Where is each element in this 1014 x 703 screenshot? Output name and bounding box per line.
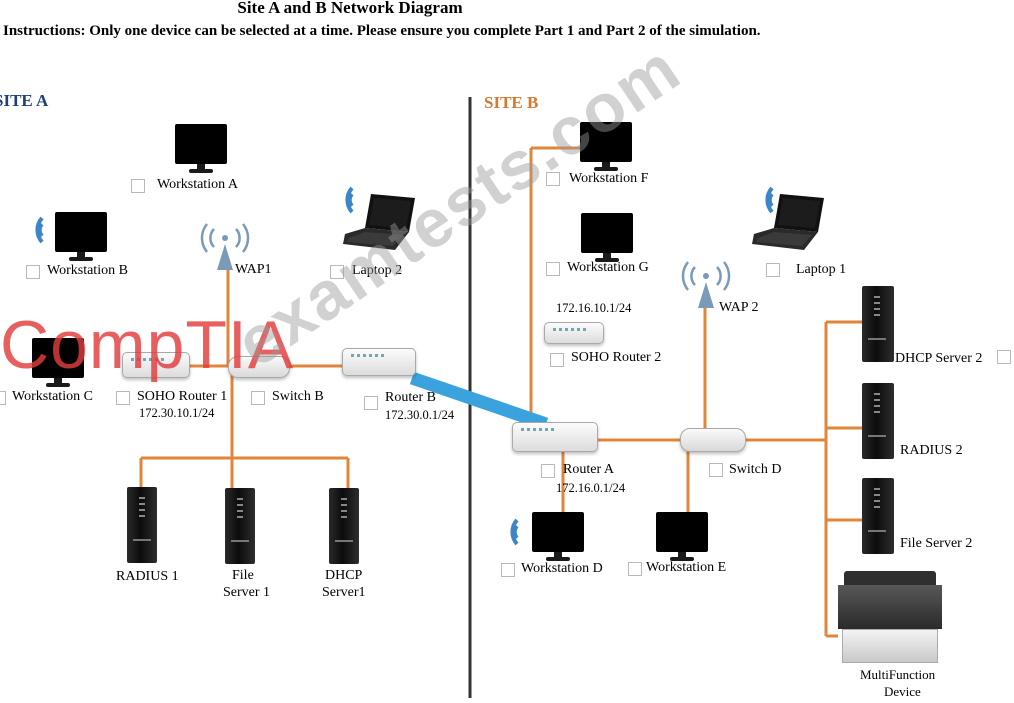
file-server-2-server-icon <box>862 478 894 554</box>
workstation-b-wifi-signal-icon <box>35 216 44 244</box>
workstation-d-wifi-signal-icon <box>510 518 519 546</box>
workstation-f-checkbox[interactable] <box>546 172 560 186</box>
dhcp-server-1-label-line2: Server1 <box>322 585 366 600</box>
soho-router-2-checkbox[interactable] <box>550 353 564 367</box>
laptop-2-icon <box>343 194 415 250</box>
workstation-f-monitor-icon <box>580 122 632 172</box>
laptop-1-icon <box>752 194 824 250</box>
wap1-label: WAP1 <box>235 262 272 277</box>
file-server-2-label: File Server 2 <box>900 536 973 551</box>
multifunction-device-label-line2: Device <box>884 684 921 699</box>
file-server-1-server-icon <box>225 488 255 564</box>
workstation-f-label: Workstation F <box>569 171 649 186</box>
wan-link <box>409 371 549 431</box>
switch-d-label: Switch D <box>729 462 782 477</box>
radius-1-label: RADIUS 1 <box>116 569 179 584</box>
soho-router-1-ip: 172.30.10.1/24 <box>139 406 215 420</box>
radius-1-server-icon <box>127 487 157 563</box>
switch-b-label: Switch B <box>272 389 324 404</box>
switch-b-checkbox[interactable] <box>251 391 265 405</box>
laptop-1-label: Laptop 1 <box>796 262 847 277</box>
router-a-ip: 172.16.0.1/24 <box>556 481 626 495</box>
dhcp-server-1-server-icon <box>329 488 359 564</box>
dhcp-server-2-server-icon <box>862 286 894 362</box>
radius-2-server-icon <box>862 383 894 459</box>
dhcp-server-2-label: DHCP Server 2 <box>895 351 983 366</box>
soho-router-2-label: SOHO Router 2 <box>571 350 662 365</box>
workstation-a-monitor-icon <box>175 124 227 174</box>
workstation-d-label: Workstation D <box>521 561 603 576</box>
laptop-1-checkbox[interactable] <box>766 263 780 277</box>
file-server-1-label-line1: File <box>232 568 254 583</box>
page-title: Site A and B Network Diagram <box>237 0 463 17</box>
laptop-2-wifi-signal-icon <box>345 186 354 214</box>
switch-d-checkbox[interactable] <box>709 463 723 477</box>
soho-router-1-router-icon <box>122 352 190 378</box>
workstation-c-monitor-icon <box>32 338 84 388</box>
soho-router-1-checkbox[interactable] <box>116 391 130 405</box>
site-a-heading: SITE A <box>0 91 49 110</box>
multifunction-device-printer-icon <box>838 571 942 663</box>
workstation-d-checkbox[interactable] <box>501 563 515 577</box>
workstation-c-checkbox[interactable] <box>0 391 6 405</box>
workstation-c-label: Workstation C <box>12 389 93 404</box>
radius-2-label: RADIUS 2 <box>900 443 963 458</box>
workstation-d-monitor-icon <box>532 512 584 562</box>
wap2-wireless-antenna-icon <box>681 261 731 308</box>
workstation-e-monitor-icon <box>656 512 708 562</box>
switch-d-switch-icon <box>680 428 746 452</box>
router-b-router-icon <box>342 348 416 376</box>
workstation-g-checkbox[interactable] <box>546 262 560 276</box>
instructions: Instructions: Only one device can be sel… <box>3 23 761 39</box>
laptop-1-wifi-signal-icon <box>765 186 774 214</box>
router-a-label: Router A <box>563 462 614 477</box>
router-b-checkbox[interactable] <box>364 396 378 410</box>
workstation-g-label: Workstation G <box>567 260 649 275</box>
router-b-ip: 172.30.0.1/24 <box>385 408 455 422</box>
workstation-a-label: Workstation A <box>157 177 238 192</box>
workstation-b-monitor-icon <box>55 212 107 262</box>
site-b-heading: SITE B <box>484 93 539 112</box>
workstation-a-checkbox[interactable] <box>131 179 145 193</box>
switch-b-switch-icon <box>228 356 290 378</box>
workstation-e-label: Workstation E <box>646 560 727 575</box>
file-server-1-label-line2: Server 1 <box>223 585 271 600</box>
soho-router-2-ip: 172.16.10.1/24 <box>556 301 632 315</box>
workstation-b-checkbox[interactable] <box>26 265 40 279</box>
router-a-router-icon <box>512 422 598 452</box>
wap2-label: WAP 2 <box>719 300 759 315</box>
router-a-checkbox[interactable] <box>541 464 555 478</box>
workstation-b-label: Workstation B <box>47 263 128 278</box>
laptop-2-checkbox[interactable] <box>330 265 344 279</box>
workstation-e-checkbox[interactable] <box>628 562 642 576</box>
multifunction-device-label-line1: MultiFunction <box>860 667 936 682</box>
workstation-g-monitor-icon <box>581 213 633 263</box>
dhcp-server-1-label-line1: DHCP <box>325 568 363 583</box>
soho-router-2-router-icon <box>544 322 604 344</box>
comptia-watermark: CompTIA <box>0 307 295 383</box>
dhcp-server-2-checkbox[interactable] <box>997 350 1011 364</box>
router-b-label: Router B <box>385 390 436 405</box>
wap1-wireless-antenna-icon <box>200 223 250 270</box>
soho-router-1-label: SOHO Router 1 <box>137 389 228 404</box>
laptop-2-label: Laptop 2 <box>352 263 403 278</box>
